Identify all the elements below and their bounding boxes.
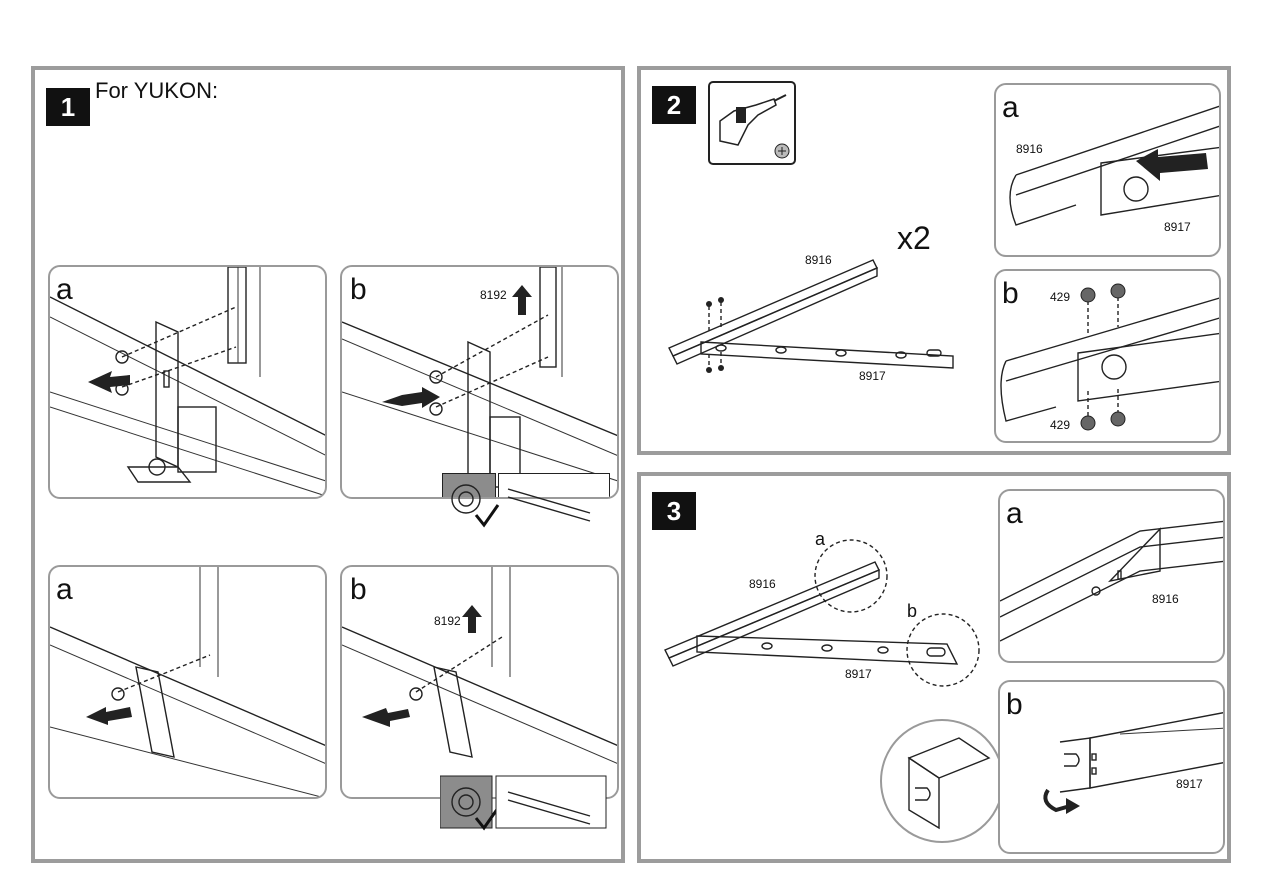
bracket-install-drawing (342, 267, 617, 489)
detail-callout-a: a (815, 529, 826, 549)
part-label-8917: 8917 (859, 369, 886, 383)
rotate-arrow-icon (1043, 788, 1071, 813)
phillips-bit-icon (774, 143, 790, 159)
step-3-badge: 3 (652, 492, 696, 530)
arrow-icon (362, 708, 410, 727)
sub-letter-a: a (56, 573, 73, 606)
part-label-8916: 8916 (749, 577, 776, 591)
arrow-icon (1136, 149, 1208, 181)
part-label-429: 429 (1050, 418, 1071, 432)
step-2-badge: 2 (652, 86, 696, 124)
rail-end-drawing (1043, 712, 1223, 814)
check-mark-icon (474, 504, 500, 528)
part-label-8917: 8917 (1164, 220, 1191, 234)
step-2-panel: 2 x2 8916 8917 a 8916 8 (637, 66, 1231, 455)
sub-letter-b: b (1006, 688, 1023, 721)
step-1-panel: 1 For YUKON: a b 8192 (31, 66, 625, 863)
wrench-inset (498, 473, 610, 497)
part-label-8192: 8192 (434, 614, 461, 628)
step-1-bottom-b-illustration: b 8192 (340, 565, 619, 799)
step-1-badge: 1 (46, 88, 90, 126)
inset-icons-top (451, 484, 591, 528)
arrow-icon (86, 707, 132, 725)
step-3-number: 3 (666, 495, 682, 526)
drill-tool-box (708, 81, 796, 165)
wrench-icon (507, 488, 591, 514)
part-label-8917: 8917 (1176, 777, 1203, 791)
part-label-8916: 8916 (1152, 592, 1179, 606)
part-label-8916: 8916 (1016, 142, 1043, 156)
bracket-install-drawing-2 (342, 567, 617, 764)
step-3-a-illustration: a 8916 (998, 489, 1225, 663)
step-1-top-a-illustration: a (48, 265, 327, 499)
bracket-removal-drawing-2 (50, 567, 325, 797)
step-1-number: 1 (60, 91, 76, 122)
corner-joint-drawing (1009, 105, 1219, 226)
arrow-icon (382, 387, 440, 408)
step-3-panel: 3 a b 8916 8917 a 8916 b (637, 472, 1231, 863)
check-mark-icon (474, 807, 500, 831)
bracket-removal-drawing (50, 267, 325, 497)
part-label-8916: 8916 (805, 253, 832, 267)
step-1-top-b-illustration: b 8192 (340, 265, 619, 499)
wrench-icon (507, 791, 591, 817)
quantity-multiplier: x2 (897, 220, 931, 256)
step-2-a-illustration: a 8916 8917 (994, 83, 1221, 257)
rail-detail-drawing (1000, 520, 1223, 642)
sub-letter-b: b (350, 573, 367, 606)
step-3-b-illustration: b 8917 (998, 680, 1225, 854)
part-label-8192: 8192 (480, 288, 507, 302)
screw-fix-drawing (1000, 283, 1219, 431)
step-2-number: 2 (666, 89, 682, 120)
part-label-429: 429 (1050, 290, 1071, 304)
inset-icons-bottom (440, 775, 607, 831)
arrow-icon (88, 371, 130, 393)
part-label-8917: 8917 (845, 667, 872, 681)
frame-assembly-drawing (668, 259, 954, 373)
corner-detail-zoom (880, 719, 1004, 843)
sub-letter-b: b (350, 273, 367, 306)
frame-overview-drawing (664, 539, 980, 687)
sub-letter-a: a (1006, 497, 1023, 530)
drill-icon (719, 94, 787, 146)
nut-icon (451, 484, 481, 514)
sub-letter-a: a (56, 273, 73, 306)
sub-letter-b: b (1002, 277, 1019, 310)
sub-letter-a: a (1002, 91, 1019, 124)
arrow-icon (512, 285, 532, 315)
nut-icon (451, 787, 481, 817)
detail-callout-b: b (907, 601, 918, 621)
arrow-icon (462, 605, 482, 633)
step-1-title: For YUKON: (95, 78, 219, 103)
step-2-b-illustration: b 429 429 (994, 269, 1221, 443)
step-1-bottom-a-illustration: a (48, 565, 327, 799)
